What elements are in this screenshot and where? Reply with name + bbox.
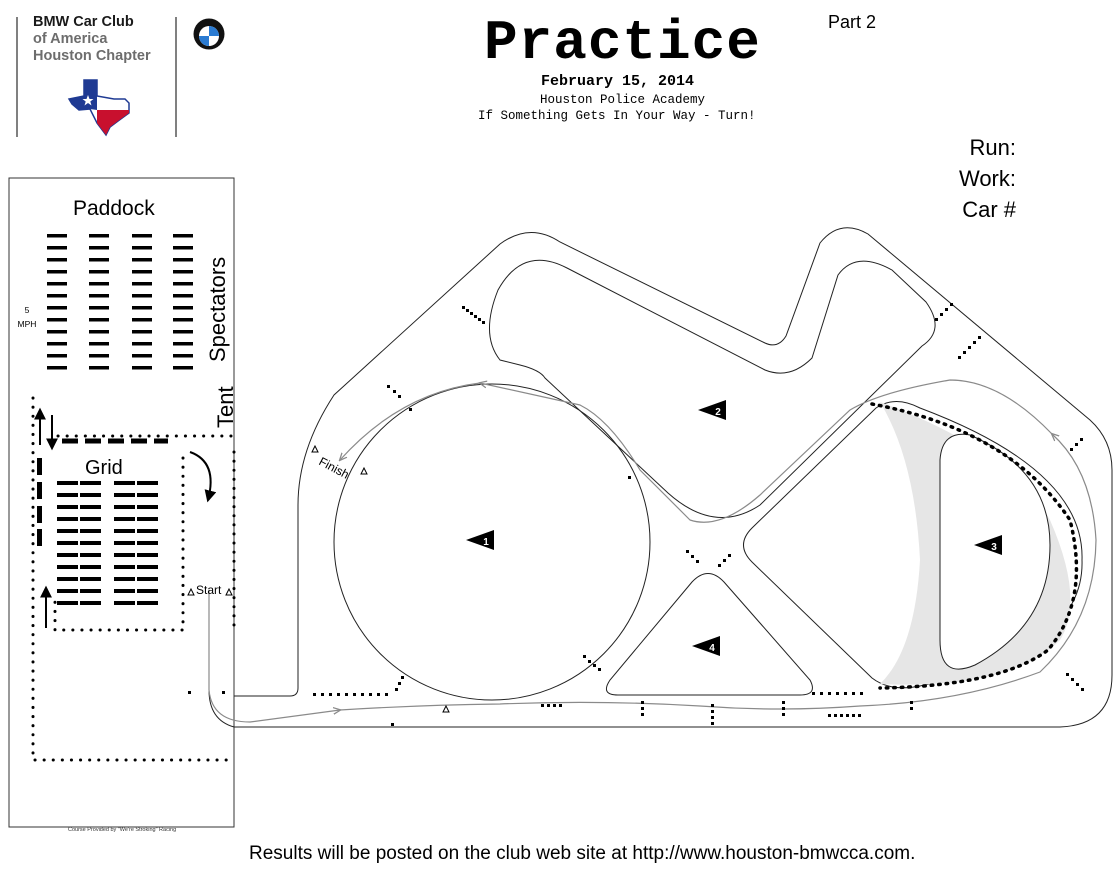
station-marker-1-label: 1 [483,537,489,548]
grid-label: Grid [85,457,123,479]
station-marker-3-label: 3 [991,542,997,553]
grid-cone-boundaries [31,396,236,762]
station-marker-2-label: 2 [715,407,721,418]
paddock-parking-stripes [47,234,193,370]
paddock-lot-outline [8,177,235,828]
course-credit: Course Provided by "We're Stroking" Raci… [68,827,177,833]
page-title: Practice [484,11,761,75]
run-work-car-form: Run: Work: Car # [959,132,1016,225]
grid-flow-arrows [34,407,217,628]
car-number-field-label: Car # [962,197,1016,222]
finish-label: Finish [317,454,352,481]
grid-side-markers [37,458,42,546]
driving-line [208,379,1097,723]
grid-parking-stripes [57,481,158,605]
event-venue: Houston Police Academy [540,93,706,107]
club-name: BMW Car Club of America Houston Chapter [33,14,151,65]
part-label: Part 2 [828,12,877,32]
club-name-line2: of America [33,31,108,47]
speed-limit-value: 5 [25,305,30,315]
station-marker-4: 4 [692,636,720,656]
run-field-label: Run: [969,135,1016,160]
start-label: Start [196,583,222,597]
texas-flag-icon [67,79,130,137]
work-field-label: Work: [958,166,1016,191]
bmw-logo-icon [193,18,225,50]
sweeper-cone-row [870,402,1079,690]
event-motto: If Something Gets In Your Way - Turn! [478,109,756,123]
cone-clusters [188,303,1084,726]
results-footer: Results will be posted on the club web s… [249,843,916,864]
lower-triangle-island [605,573,813,696]
club-name-line3: Houston Chapter [33,48,151,64]
club-name-line1: BMW Car Club [33,14,134,30]
left-circle-island [333,383,651,701]
paddock-label: Paddock [73,197,155,220]
speed-limit-unit: MPH [18,319,37,329]
upper-island [489,259,936,518]
station-marker-2: 2 [698,400,726,420]
station-marker-3: 3 [974,535,1002,555]
cone-markers [187,444,450,713]
station-marker-4-label: 4 [709,643,715,654]
station-marker-1: 1 [466,530,494,550]
spectators-label: Spectators [205,257,230,362]
event-date: February 15, 2014 [541,73,695,90]
tent-label: Tent [213,386,238,428]
